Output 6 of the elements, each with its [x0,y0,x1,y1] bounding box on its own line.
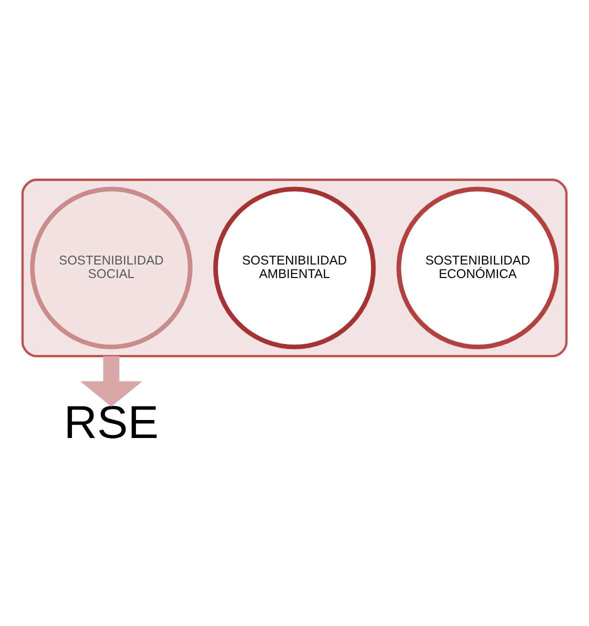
arrow [80,356,142,406]
node-circle: SOSTENIBILIDAD AMBIENTAL [213,186,376,349]
cluster [21,178,568,357]
node-text: RSE [64,395,159,448]
node-circle: SOSTENIBILIDAD ECONÓMICA [396,186,559,349]
node-circle: SOSTENIBILIDAD SOCIAL [30,186,193,349]
